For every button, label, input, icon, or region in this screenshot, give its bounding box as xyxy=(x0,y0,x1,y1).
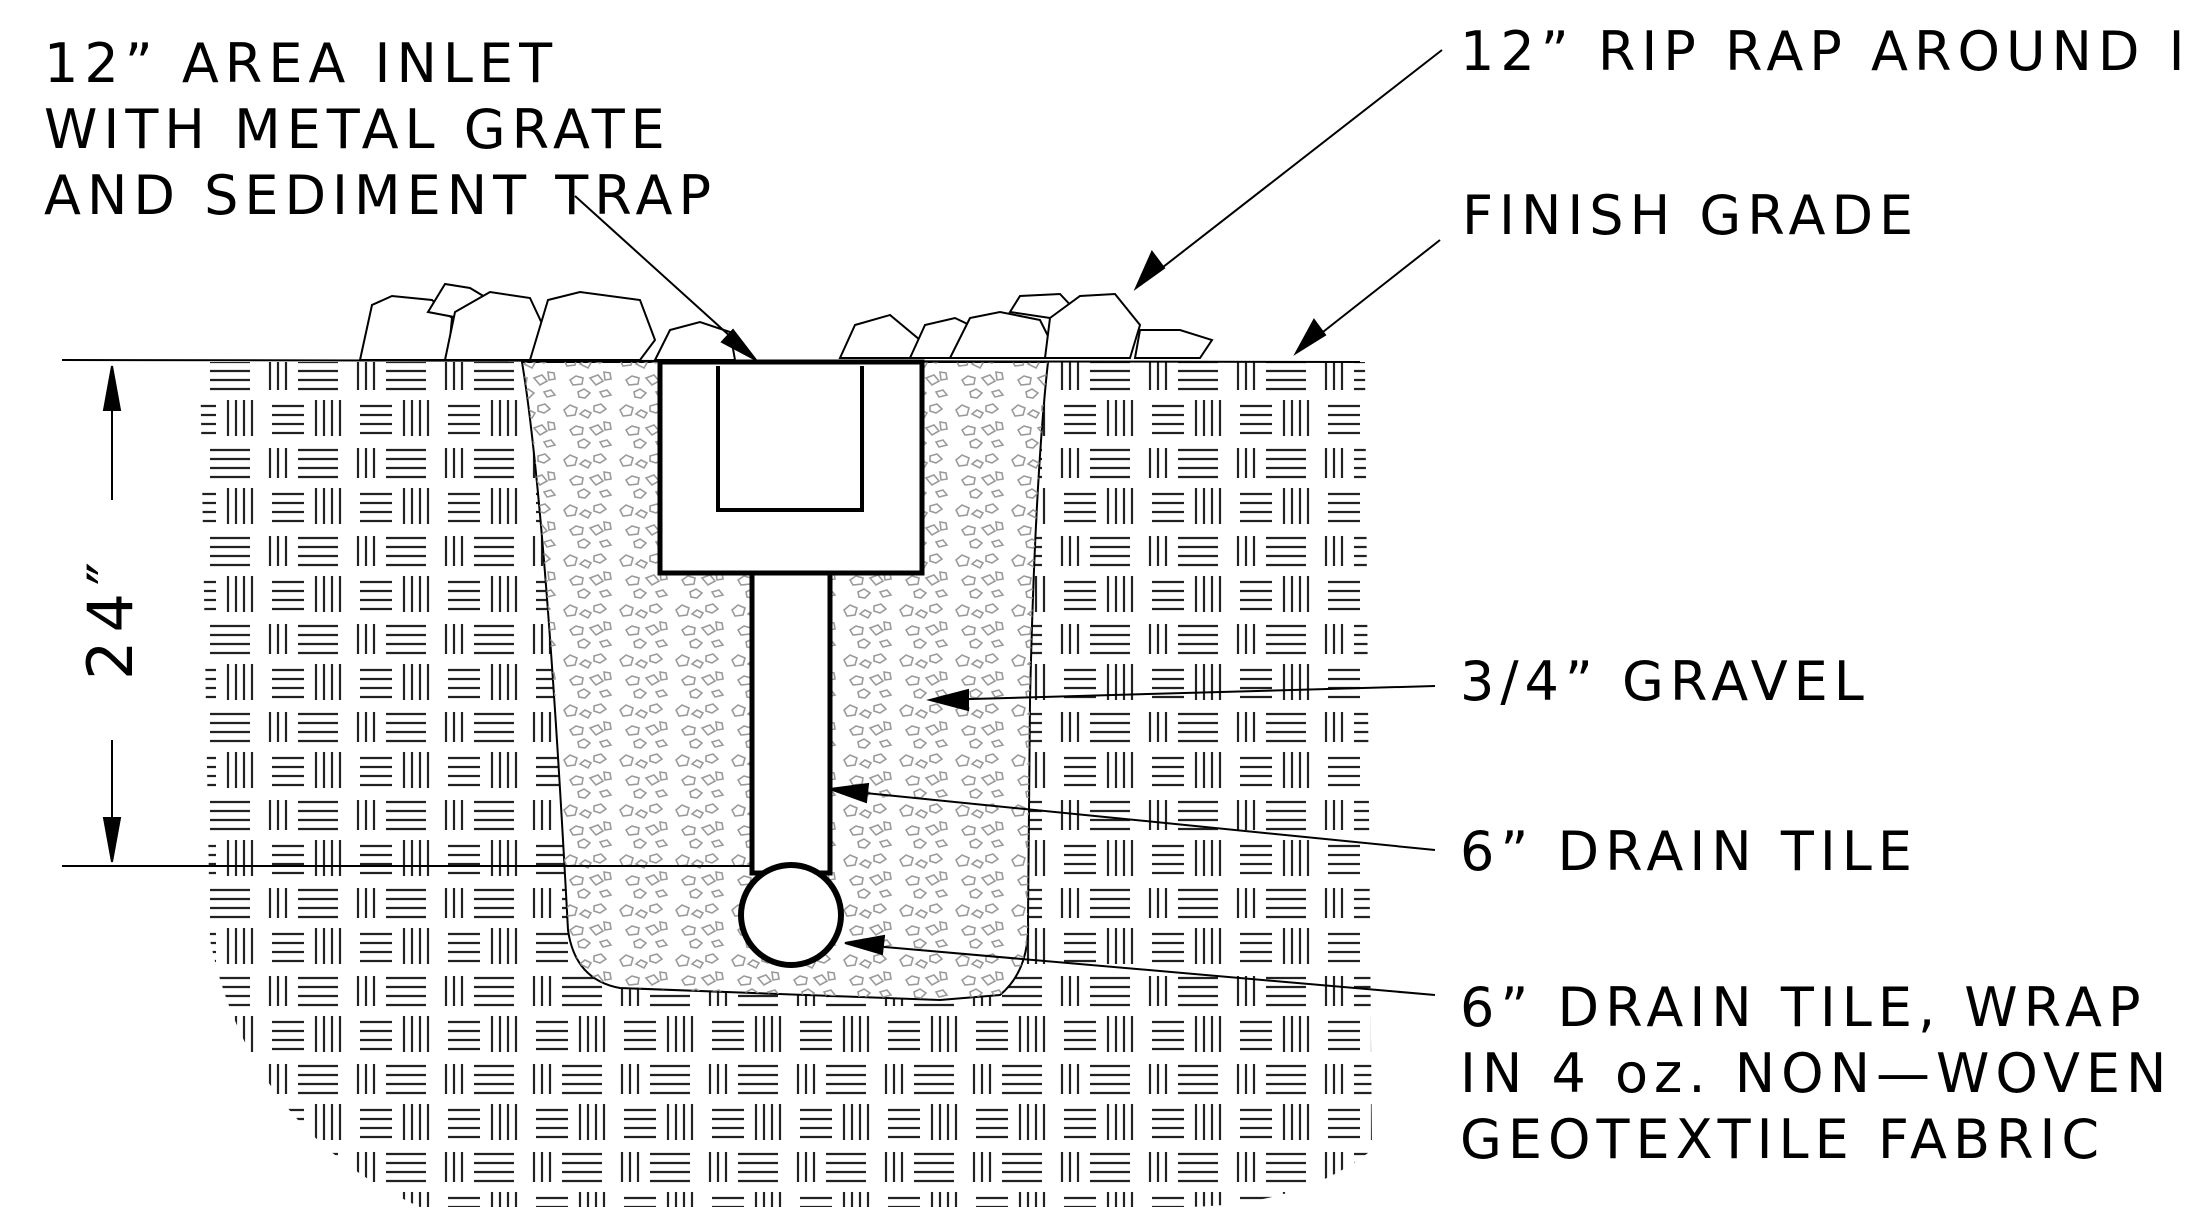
labels: 12” AREA INLET WITH METAL GRATE AND SEDI… xyxy=(44,20,2191,1171)
area-inlet-box xyxy=(657,359,925,576)
drain-tile-wrap-line-2: IN 4 oz. NON—WOVEN xyxy=(1460,1042,2172,1105)
drain-tile-pipe xyxy=(738,862,844,968)
rip-rap-stones xyxy=(358,282,1214,361)
dimension-24in xyxy=(102,365,122,863)
drain-tile-label: 6” DRAIN TILE xyxy=(1460,820,1918,883)
finish-grade-label: FINISH GRADE xyxy=(1462,184,1919,247)
area-inlet-line-1: 12” AREA INLET xyxy=(44,32,558,95)
area-inlet-line-3: AND SEDIMENT TRAP xyxy=(44,164,717,227)
riser-pipe xyxy=(749,570,833,876)
drain-tile-wrap-line-1: 6” DRAIN TILE, WRAP xyxy=(1460,976,2147,1039)
gravel-label: 3/4” GRAVEL xyxy=(1460,650,1870,713)
drain-tile-wrap-line-3: GEOTEXTILE FABRIC xyxy=(1460,1108,2105,1171)
rip-rap-label: 12” RIP RAP AROUND INLET xyxy=(1460,20,2191,83)
leader-lines xyxy=(574,49,1443,996)
area-inlet-line-2: WITH METAL GRATE xyxy=(44,98,671,161)
dimension-text: 24″ xyxy=(74,554,147,680)
